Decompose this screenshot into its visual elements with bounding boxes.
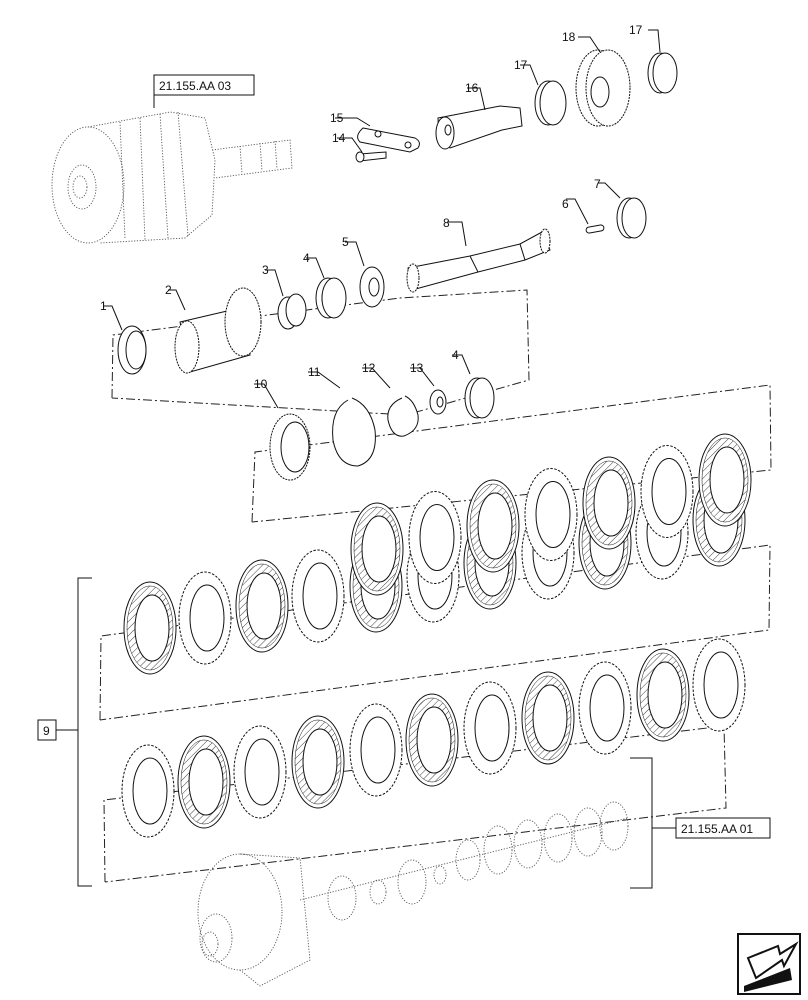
callout-2: 2 [165,283,172,297]
snap-ring-part-12 [387,395,419,437]
callout-18: 18 [562,30,576,44]
steel-disc-top-4 [524,468,578,561]
callout-5: 5 [342,235,349,249]
bearing-part-7 [616,197,647,239]
friction-disc-upper-1 [123,581,177,675]
callout-16: 16 [465,81,479,95]
callout-10: 10 [254,377,268,391]
gear-part-10 [269,413,311,481]
group-box-9[interactable] [37,719,57,741]
callout-12: 12 [362,361,376,375]
clutch-disc-stack-top [350,433,752,596]
callout-17b: 17 [629,23,643,37]
friction-disc-top-5 [582,456,636,550]
group-label-9[interactable]: 9 [43,724,50,738]
gear-hub-part-2 [174,287,262,374]
plate-part-15 [357,127,420,153]
ring-part-1 [117,325,147,375]
callout-6: 6 [562,197,569,211]
reference-assembly-top [51,111,293,244]
callout-8: 8 [443,216,450,230]
callout-7: 7 [594,177,601,191]
callout-14: 14 [332,131,346,145]
bearing-part-4a [315,277,347,319]
washer-part-13 [429,389,447,415]
ref-label-top[interactable]: 21.155.AA 03 [159,79,231,93]
friction-disc-lower-10 [636,648,690,742]
bolt-part-14 [355,151,387,163]
steel-disc-top-2 [408,491,462,584]
callout-3: 3 [262,263,269,277]
steel-disc-lower-5 [349,703,403,797]
friction-disc-top-3 [466,479,520,573]
clutch-disc-stack-lower [103,638,746,883]
next-page-arrow-icon[interactable] [737,933,801,995]
sleeve-part-3 [277,293,307,330]
friction-disc-lower-8 [521,671,575,765]
ref-box-bottom[interactable] [675,817,771,839]
steel-disc-upper-2 [178,571,232,665]
shaft-part-16 [435,105,523,150]
steel-disc-upper-4 [291,549,345,643]
callout-1: 1 [100,299,107,313]
steel-disc-lower-7 [463,681,517,775]
steel-disc-top-6 [640,445,694,538]
bearing-part-17a [534,80,567,126]
snap-ring-part-11 [332,397,376,467]
washer-part-5 [359,266,385,308]
callout-15: 15 [330,111,344,125]
friction-disc-top-7 [698,433,752,527]
gear-part-18 [575,49,631,127]
shaft-part-8 [406,228,551,293]
steel-disc-lower-9 [578,661,632,755]
steel-disc-lower-3 [233,725,287,819]
bearing-part-4b [464,377,495,419]
callout-17a: 17 [514,58,528,72]
bearing-part-17b [647,52,678,94]
pin-part-6 [585,224,605,234]
steel-disc-lower-11 [692,638,746,732]
reference-assembly-bottom [197,801,629,987]
steel-disc-lower-1 [121,744,175,838]
friction-disc-upper-3 [235,559,289,653]
friction-disc-top-1 [350,502,404,596]
friction-disc-lower-4 [291,715,345,809]
friction-disc-lower-2 [177,735,231,829]
callout-4a: 4 [303,251,310,265]
callout-4b: 4 [452,348,459,362]
ref-label-bottom[interactable]: 21.155.AA 01 [681,822,753,836]
friction-disc-lower-6 [405,693,459,787]
callout-11: 11 [308,365,321,379]
callout-13: 13 [410,361,424,375]
